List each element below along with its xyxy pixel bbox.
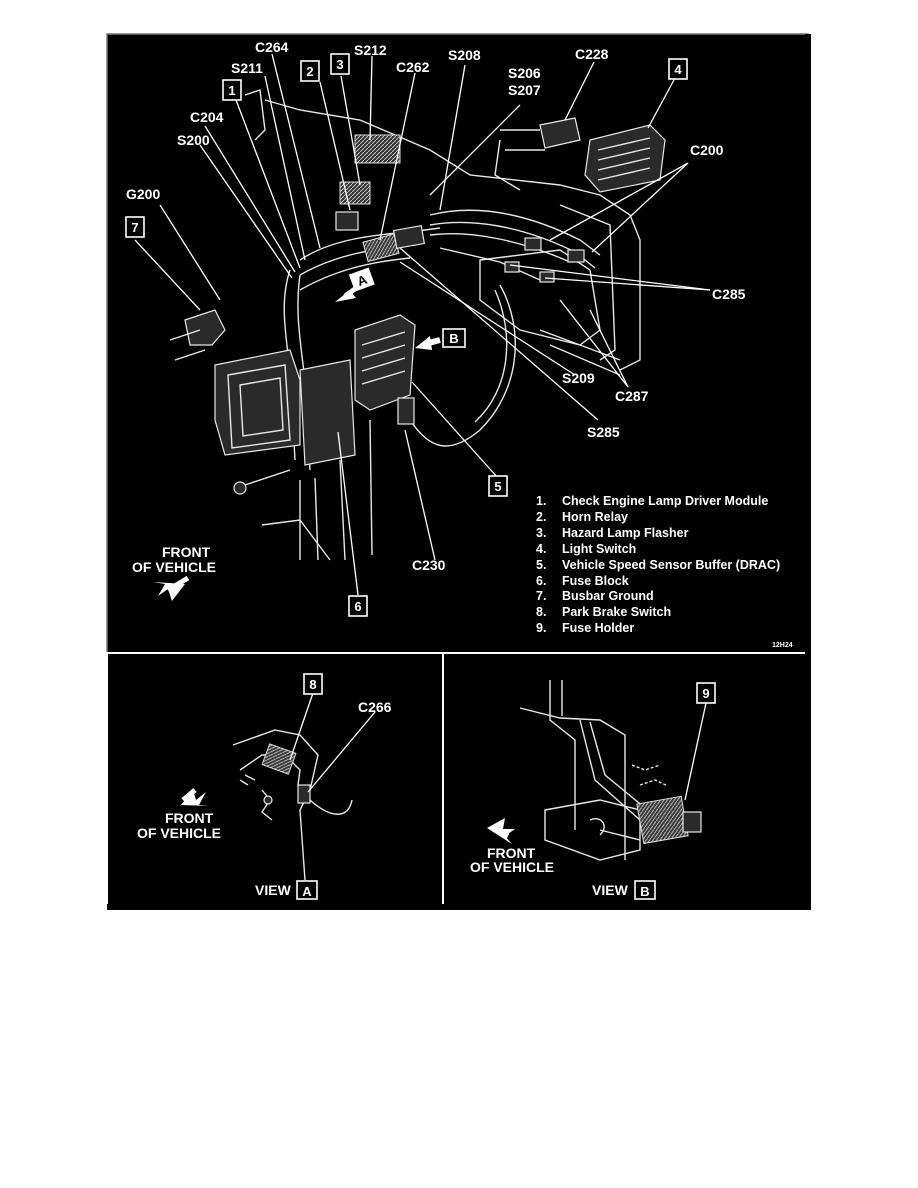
callout-9: 9 <box>696 682 716 704</box>
view-b-title: VIEW B <box>592 880 656 900</box>
label-s212: S212 <box>354 42 387 58</box>
svg-text:6: 6 <box>354 599 361 614</box>
figure-code: 12H24 <box>772 642 793 649</box>
view-a-panel <box>106 652 444 908</box>
callout-5: 5 <box>488 475 508 497</box>
legend-text-1: Check Engine Lamp Driver Module <box>562 494 768 508</box>
svg-text:1: 1 <box>228 83 235 98</box>
legend-num-8: 8. <box>536 605 546 619</box>
legend-text-3: Hazard Lamp Flasher <box>562 526 689 540</box>
front-of-vehicle-a-line1: FRONT <box>165 810 214 826</box>
callout-8: 8 <box>303 673 323 695</box>
callout-3: 3 <box>330 53 350 75</box>
legend-text-4: Light Switch <box>562 542 636 556</box>
label-c287: C287 <box>615 388 649 404</box>
label-s209: S209 <box>562 370 595 386</box>
label-c266: C266 <box>358 699 392 715</box>
svg-text:5: 5 <box>494 479 501 494</box>
label-c264: C264 <box>255 39 289 55</box>
label-s285: S285 <box>587 424 620 440</box>
label-c200: C200 <box>690 142 724 158</box>
view-b-marker: B <box>415 328 466 350</box>
legend-num-7: 7. <box>536 589 546 603</box>
callout-6: 6 <box>348 595 368 617</box>
svg-text:4: 4 <box>674 62 682 77</box>
legend-text-6: Fuse Block <box>562 574 629 588</box>
label-c285: C285 <box>712 286 746 302</box>
svg-text:2: 2 <box>306 64 313 79</box>
legend-num-9: 9. <box>536 621 546 635</box>
legend-text-7: Busbar Ground <box>562 589 654 603</box>
label-g200: G200 <box>126 186 160 202</box>
front-of-vehicle-main-line2: OF VEHICLE <box>132 559 216 575</box>
legend-num-3: 3. <box>536 526 546 540</box>
label-s208: S208 <box>448 47 481 63</box>
legend-num-6: 6. <box>536 574 546 588</box>
legend-num-5: 5. <box>536 558 546 572</box>
front-of-vehicle-b-line2: OF VEHICLE <box>470 859 554 875</box>
legend-text-8: Park Brake Switch <box>562 605 671 619</box>
label-c204: C204 <box>190 109 224 125</box>
callout-7: 7 <box>125 216 145 238</box>
label-c228: C228 <box>575 46 609 62</box>
svg-text:VIEW: VIEW <box>592 882 629 898</box>
legend-text-5: Vehicle Speed Sensor Buffer (DRAC) <box>562 558 780 572</box>
leader-lines <box>134 53 711 596</box>
component-legend: 1. Check Engine Lamp Driver Module 2. Ho… <box>536 494 780 635</box>
front-of-vehicle-main-line1: FRONT <box>162 544 211 560</box>
label-c230: C230 <box>412 557 446 573</box>
label-s207: S207 <box>508 82 541 98</box>
label-s206: S206 <box>508 65 541 81</box>
front-of-vehicle-a-line2: OF VEHICLE <box>137 825 221 841</box>
legend-num-2: 2. <box>536 510 546 524</box>
callout-4: 4 <box>668 58 688 80</box>
svg-text:9: 9 <box>702 686 709 701</box>
label-s200: S200 <box>177 132 210 148</box>
legend-num-4: 4. <box>536 542 546 556</box>
svg-text:3: 3 <box>336 57 343 72</box>
view-b-drawing <box>487 680 707 861</box>
legend-num-1: 1. <box>536 494 546 508</box>
svg-text:B: B <box>449 331 458 346</box>
view-a-drawing <box>181 692 376 881</box>
front-of-vehicle-b-line1: FRONT <box>487 845 536 861</box>
view-a-title: VIEW A <box>255 880 318 900</box>
svg-text:7: 7 <box>131 220 138 235</box>
label-s211: S211 <box>231 60 263 76</box>
connector-labels: C264 S212 S211 C262 S208 S206 S207 C228 … <box>126 39 746 573</box>
legend-text-9: Fuse Holder <box>562 621 634 635</box>
front-of-vehicle-arrow-main <box>153 575 190 601</box>
legend-text-2: Horn Relay <box>562 510 628 524</box>
svg-text:VIEW: VIEW <box>255 882 292 898</box>
callout-1: 1 <box>222 79 242 101</box>
svg-text:A: A <box>302 884 312 899</box>
callout-2: 2 <box>300 60 320 82</box>
svg-text:B: B <box>640 884 649 899</box>
svg-text:8: 8 <box>309 677 316 692</box>
view-a-marker: A <box>335 267 375 302</box>
label-c262: C262 <box>396 59 430 75</box>
